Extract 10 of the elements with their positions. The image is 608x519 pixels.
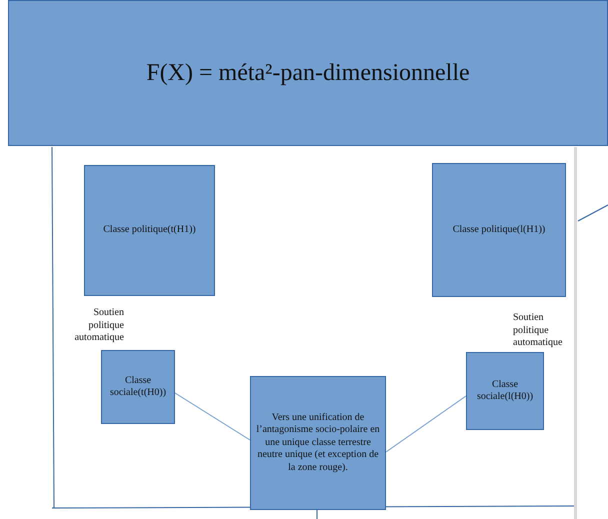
connector-line — [386, 396, 466, 452]
class-box: Classe sociale(l(H0)) — [466, 352, 544, 430]
process-box: Vers une unification de l’antagonisme socio-polaire en une unique classe terrestre neutre unique (et exception de la zone rouge). — [250, 376, 386, 510]
side-note: Soutien politique automatique — [74, 307, 124, 344]
class-box: Classe politique(l(H1)) — [432, 163, 566, 297]
class-box: Classe sociale(t(H0)) — [101, 350, 175, 424]
class-box: Classe politique(t(H1)) — [84, 165, 215, 296]
connector-line — [174, 392, 250, 440]
side-note: Soutien politique automatique — [513, 312, 564, 350]
title-banner: F(X) = méta²-pan-dimensionnelle — [8, 0, 608, 146]
